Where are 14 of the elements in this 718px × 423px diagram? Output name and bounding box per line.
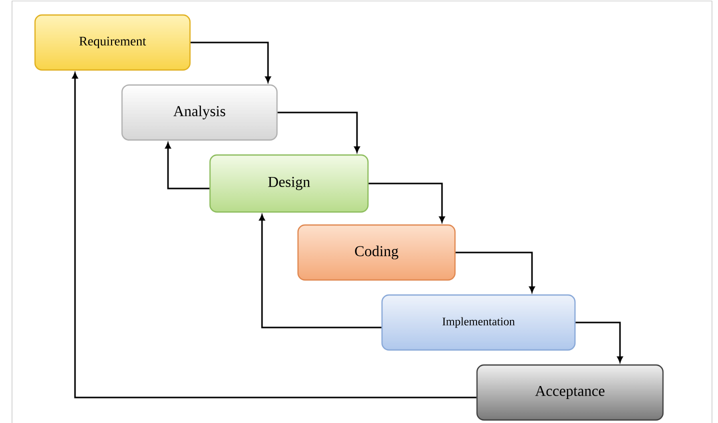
process-box: Implementation	[381, 294, 576, 351]
arrow	[368, 182, 445, 222]
process-box: Acceptance	[476, 364, 664, 421]
arrow	[259, 214, 382, 328]
process-box: Coding	[297, 224, 456, 281]
arrow	[72, 72, 476, 398]
process-box: Analysis	[121, 84, 278, 141]
arrow	[278, 112, 360, 152]
arrow	[165, 142, 210, 190]
arrow	[190, 42, 271, 82]
process-box: Design	[209, 154, 369, 213]
arrow	[456, 252, 535, 292]
arrow	[576, 322, 623, 362]
process-box: Requirement	[34, 14, 191, 71]
